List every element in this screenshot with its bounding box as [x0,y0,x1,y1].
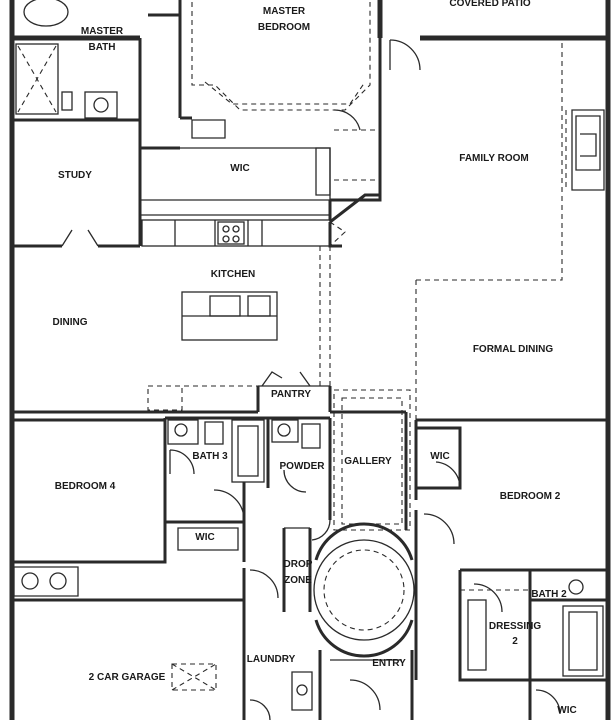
label-master-bath-2: BATH [88,42,115,53]
label-dressing-1: DRESSING [489,621,541,632]
label-wic-bedroom2: WIC [430,451,449,462]
bedroom4-wing [12,416,332,564]
label-bath2: BATH 2 [531,589,567,600]
bedroom2-wing [414,420,608,720]
kitchen-counters [141,219,346,411]
garage-laundry [12,566,279,720]
label-dressing-2: 2 [512,636,518,647]
gallery-entry [282,389,415,720]
label-drop-zone-2: ZONE [284,575,312,586]
label-bedroom4: BEDROOM 4 [55,481,116,492]
label-pantry: PANTRY [271,389,311,400]
label-covered-patio: COVERED PATIO [449,0,531,9]
label-kitchen: KITCHEN [211,269,255,280]
label-bedroom2: BEDROOM 2 [500,491,561,502]
master-suite-walls [12,0,421,222]
study-walls [12,120,330,248]
label-study: STUDY [58,170,92,181]
label-bath3: BATH 3 [192,451,228,462]
label-master-bedroom-1: MASTER [263,6,306,17]
label-wic-bedroom4: WIC [195,532,214,543]
label-garage: 2 CAR GARAGE [89,672,166,683]
label-drop-zone-1: DROP [284,559,313,570]
label-entry: ENTRY [372,658,406,669]
label-master-bath-1: MASTER [81,26,124,37]
label-master-bedroom-2: BEDROOM [258,22,310,33]
room-labels: COVERED PATIO MASTER BEDROOM MASTER BATH… [53,0,577,716]
label-laundry: LAUNDRY [247,654,296,665]
label-powder: POWDER [280,461,326,472]
label-wic-master: WIC [230,163,249,174]
living-walls [12,40,608,422]
label-gallery: GALLERY [344,456,392,467]
label-family-room: FAMILY ROOM [459,153,528,164]
master-bath-fixtures [15,0,118,119]
label-dining: DINING [53,317,88,328]
label-wic-bath2: WIC [557,705,576,716]
label-formal-dining: FORMAL DINING [473,344,554,355]
